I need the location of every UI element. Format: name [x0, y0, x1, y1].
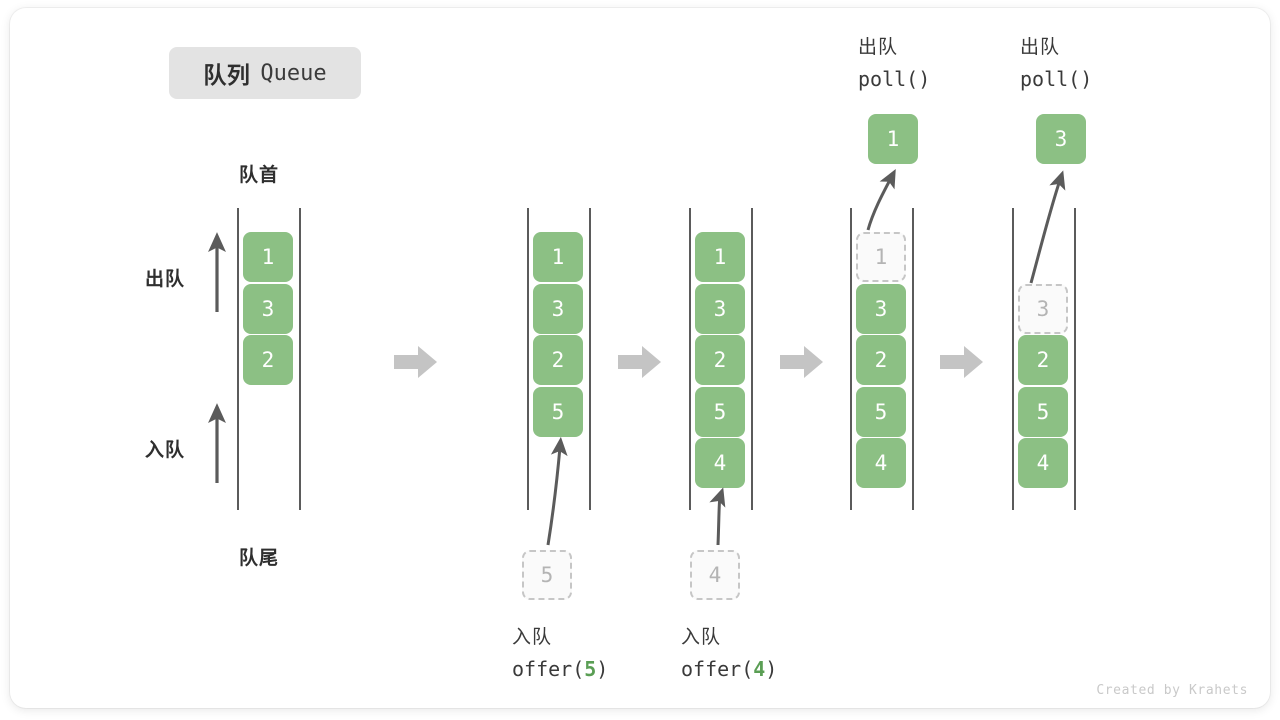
- queue-rail-left: [527, 208, 529, 510]
- caption-offer5-code: offer(5): [512, 657, 608, 681]
- step-arrow-icon: [394, 345, 438, 379]
- label-dequeue: 出队: [145, 269, 186, 290]
- watermark: Created by Krahets: [1096, 683, 1248, 698]
- queue-element-ghost: 3: [1018, 283, 1068, 334]
- queue-element: 1: [243, 232, 293, 282]
- queue-rail-left: [1012, 208, 1014, 510]
- queue-rail-right: [1074, 208, 1076, 510]
- caption-poll1-code: poll(): [858, 67, 931, 91]
- caption-offer4-code: offer(4): [681, 657, 777, 681]
- offer5-code-post: ): [596, 657, 609, 681]
- queue-element: 1: [695, 232, 745, 282]
- queue-element: 3: [695, 283, 745, 334]
- queue-element: 4: [695, 438, 745, 488]
- queue-element: 4: [856, 438, 906, 488]
- queue-element: 2: [533, 335, 583, 385]
- offer4-code-pre: offer(: [681, 657, 754, 681]
- caption-poll2-code: poll(): [1020, 67, 1093, 91]
- queue-element: 5: [856, 386, 906, 437]
- queue-element: 3: [856, 283, 906, 334]
- title-chinese: 队列: [203, 62, 251, 88]
- queue-element: 3: [243, 283, 293, 334]
- queue-element: 5: [1018, 386, 1068, 437]
- popped-element: 1: [868, 114, 918, 164]
- queue-rail-right: [589, 208, 591, 510]
- queue-element: 5: [533, 386, 583, 437]
- queue-element: 3: [533, 283, 583, 334]
- queue-rail-left: [689, 208, 691, 510]
- queue-rail-left: [237, 208, 239, 510]
- offer4-code-post: ): [765, 657, 778, 681]
- step-arrow-icon: [618, 345, 662, 379]
- offer5-code-arg: 5: [584, 657, 597, 681]
- title-badge: 队列 Queue: [169, 47, 361, 99]
- incoming-element-ghost: 5: [522, 550, 572, 600]
- queue-element: 2: [243, 335, 293, 385]
- queue-element: 1: [533, 232, 583, 282]
- caption-poll2-chinese: 出队: [1020, 37, 1061, 58]
- title-english: Queue: [260, 60, 327, 86]
- queue-element-ghost: 1: [856, 232, 906, 282]
- queue-element: 2: [1018, 335, 1068, 385]
- caption-offer5-chinese: 入队: [512, 627, 553, 648]
- queue-rail-right: [912, 208, 914, 510]
- queue-rail-right: [751, 208, 753, 510]
- incoming-element-ghost: 4: [690, 550, 740, 600]
- step-arrow-icon: [780, 345, 824, 379]
- label-queue-front: 队首: [239, 165, 280, 186]
- popped-element: 3: [1036, 114, 1086, 164]
- queue-element: 4: [1018, 438, 1068, 488]
- step-arrow-icon: [940, 345, 984, 379]
- offer4-code-arg: 4: [753, 657, 766, 681]
- queue-element: 2: [695, 335, 745, 385]
- queue-rail-right: [299, 208, 301, 510]
- queue-element: 2: [856, 335, 906, 385]
- queue-element: 5: [695, 386, 745, 437]
- caption-poll1-chinese: 出队: [858, 37, 899, 58]
- offer5-code-pre: offer(: [512, 657, 585, 681]
- queue-rail-left: [850, 208, 852, 510]
- caption-offer4-chinese: 入队: [681, 627, 722, 648]
- label-enqueue: 入队: [145, 440, 186, 461]
- label-queue-rear: 队尾: [239, 548, 280, 569]
